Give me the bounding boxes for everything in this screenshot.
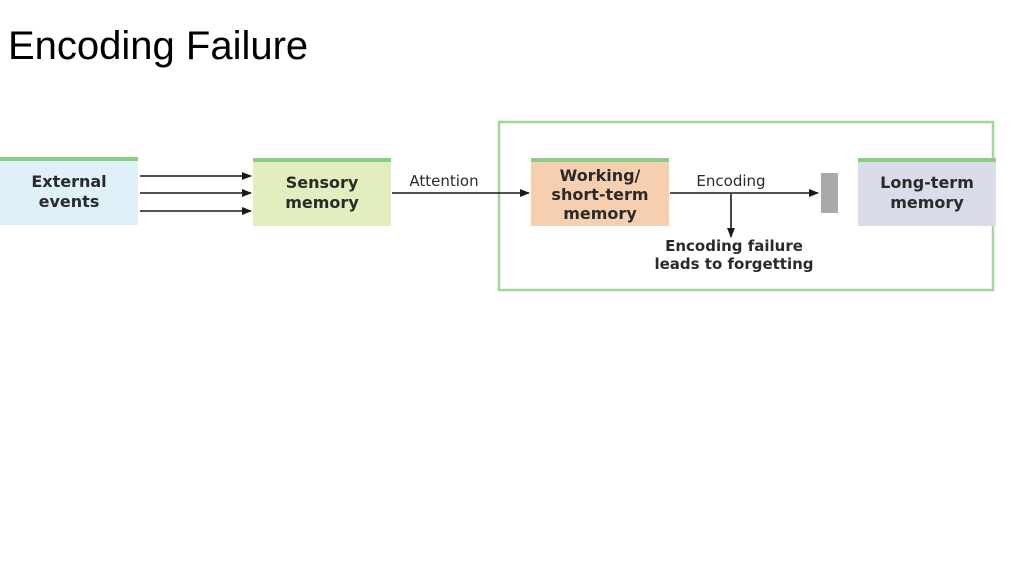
external-events-fill <box>0 159 138 225</box>
sensory-memory-box: Sensory memory <box>253 158 391 226</box>
long-term-memory-label-line2: memory <box>890 193 964 212</box>
attention-label: Attention <box>409 172 478 190</box>
encoding-barrier <box>821 173 838 213</box>
external-events-top-border <box>0 157 138 161</box>
working-memory-label-line1: Working/ <box>560 166 641 185</box>
sensory-memory-fill <box>253 160 391 226</box>
long-term-memory-top-border <box>858 158 996 162</box>
working-memory-box: Working/ short-term memory <box>531 158 669 226</box>
working-memory-label-line2: short-term <box>551 185 648 204</box>
sensory-memory-top-border <box>253 158 391 162</box>
sensory-memory-label-line2: memory <box>285 193 359 212</box>
working-memory-fill <box>531 160 669 226</box>
slide-title: Encoding Failure <box>8 24 309 68</box>
long-term-memory-fill <box>858 160 996 226</box>
external-events-box: External events <box>0 157 138 225</box>
working-memory-label-line3: memory <box>563 204 637 223</box>
external-events-label-line1: External <box>31 172 106 191</box>
sensory-memory-label-line1: Sensory <box>286 173 359 192</box>
failure-note-line2: leads to forgetting <box>654 255 813 273</box>
working-memory-top-border <box>531 158 669 162</box>
long-term-memory-box: Long-term memory <box>858 158 996 226</box>
external-events-label-line2: events <box>39 192 100 211</box>
failure-note-line1: Encoding failure <box>665 237 803 255</box>
long-term-memory-label-line1: Long-term <box>880 173 974 192</box>
encoding-label: Encoding <box>696 172 765 190</box>
